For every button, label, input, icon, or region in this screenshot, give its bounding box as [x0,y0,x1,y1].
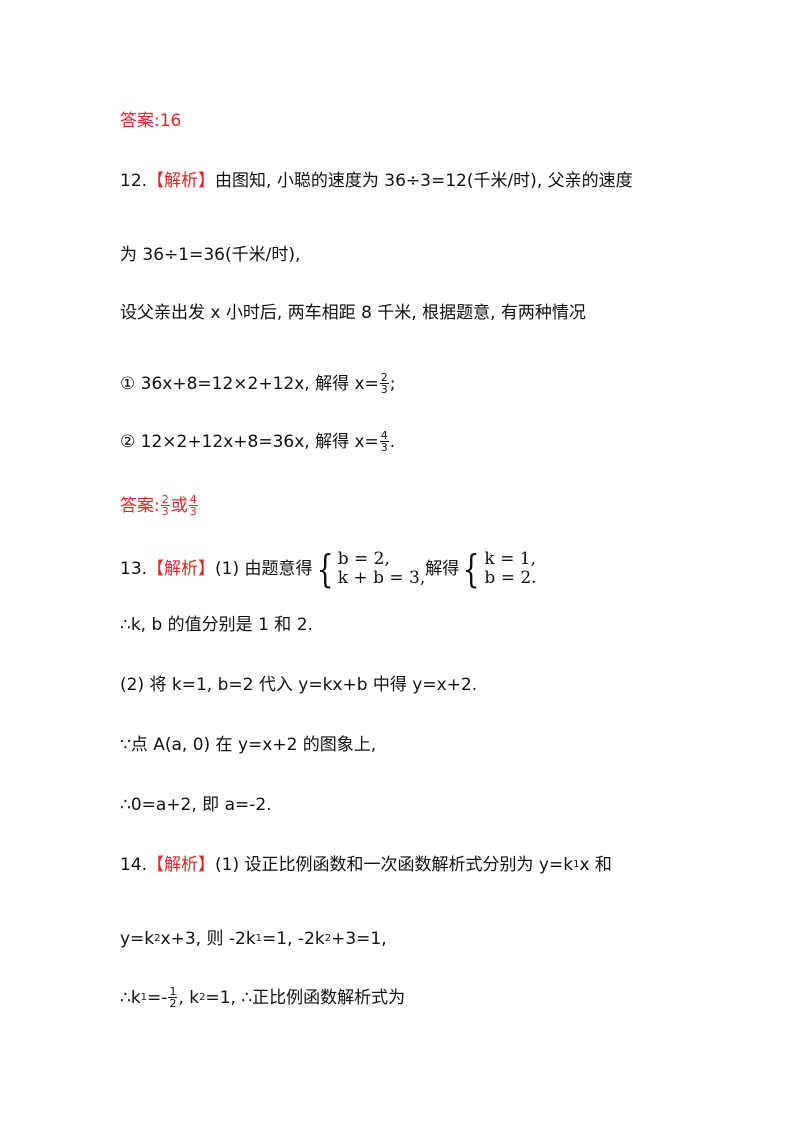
q12-line3: 设父亲出发 x 小时后, 两车相距 8 千米, 根据题意, 有两种情况 [120,303,586,323]
question-number: 13. [120,559,148,579]
equation-system-2: { k = 1, b = 2. [459,547,537,591]
q14-text-2c: =1, -2k [262,929,325,949]
solve-text: 解得 [425,559,460,579]
case1-fraction: 2 3 [379,371,389,396]
q14-text-2a: y=k [120,929,155,949]
case2-fraction: 4 3 [379,429,389,454]
case2-denominator: 3 [380,441,388,454]
q13-line4: ∵点 A(a, 0) 在 y=x+2 的图象上, [120,735,377,755]
answer-or: 或 [170,495,188,516]
q14-text-3a: ∴k [120,987,141,1008]
q13-line5: ∴0=a+2, 即 a=-2. [120,795,272,815]
q14-text-3c: , k [178,987,200,1008]
q13-line2: ∴k, b 的值分别是 1 和 2. [120,615,313,635]
answer1-numerator: 2 [160,493,170,506]
q12-answer: 答案: 2 3 或 4 3 [120,494,199,517]
equation-system-1: { b = 2, k + b = 3, [313,547,426,591]
answer-fraction-2: 4 3 [188,493,198,518]
q13-line1: 13. 【解析】 (1) 由题意得 { b = 2, k + b = 3, 解得… [120,547,537,591]
answer-label: 答案: [120,495,160,516]
q13-part1-text: (1) 由题意得 [215,559,313,579]
system2-row2: b = 2. [484,568,537,588]
case2-end: . [389,431,396,452]
analysis-tag: 【解析】 [147,855,216,875]
answer2-numerator: 4 [188,493,198,506]
q12-case2: ② 12×2+12x+8=36x, 解得 x= 4 3 . [120,430,395,453]
left-brace-icon: { [316,547,334,591]
q14-text-3b: =- [147,987,168,1008]
q14-text-2b: x+3, 则 -2k [160,929,256,949]
question-number: 14. [120,855,148,875]
q14-text-3d: =1, ∴正比例函数解析式为 [205,987,406,1008]
analysis-tag: 【解析】 [147,171,216,191]
q12-line2: 为 36÷1=36(千米/时), [120,245,301,265]
q14-text-1b: x 和 [579,855,612,875]
q14-fraction: 1 2 [168,985,178,1010]
analysis-tag: 【解析】 [147,559,216,579]
system1-row2: k + b = 3, [337,568,426,588]
case1-text: ① 36x+8=12×2+12x, 解得 x= [120,373,379,394]
system2-row1: k = 1, [484,549,536,569]
question-number: 12. [120,171,148,191]
q12-text-1: 由图知, 小聪的速度为 36÷3=12(千米/时), 父亲的速度 [215,171,633,191]
q13-line3: (2) 将 k=1, b=2 代入 y=kx+b 中得 y=x+2. [120,675,478,695]
answer1-denominator: 3 [161,505,169,518]
answer2-denominator: 3 [189,505,197,518]
q14-text-1a: (1) 设正比例函数和一次函数解析式分别为 y=k [215,855,574,875]
case1-denominator: 3 [380,383,388,396]
fraction-numerator: 1 [168,985,178,998]
answer-11: 答案: 16 [120,110,181,132]
q14-text-2d: +3=1, [331,929,387,949]
answer-fraction-1: 2 3 [160,493,170,518]
q12-case1: ① 36x+8=12×2+12x, 解得 x= 2 3 ; [120,372,396,395]
answer-label: 答案: [120,111,160,131]
left-brace-icon: { [462,547,480,591]
system1-row1: b = 2, [337,549,390,569]
case2-numerator: 4 [379,429,389,442]
case1-end: ; [389,373,396,394]
fraction-denominator: 2 [169,997,177,1010]
answer-value: 16 [159,111,182,131]
q12-line1: 12. 【解析】 由图知, 小聪的速度为 36÷3=12(千米/时), 父亲的速… [120,170,633,192]
case2-text: ② 12×2+12x+8=36x, 解得 x= [120,431,379,452]
case1-numerator: 2 [379,371,389,384]
